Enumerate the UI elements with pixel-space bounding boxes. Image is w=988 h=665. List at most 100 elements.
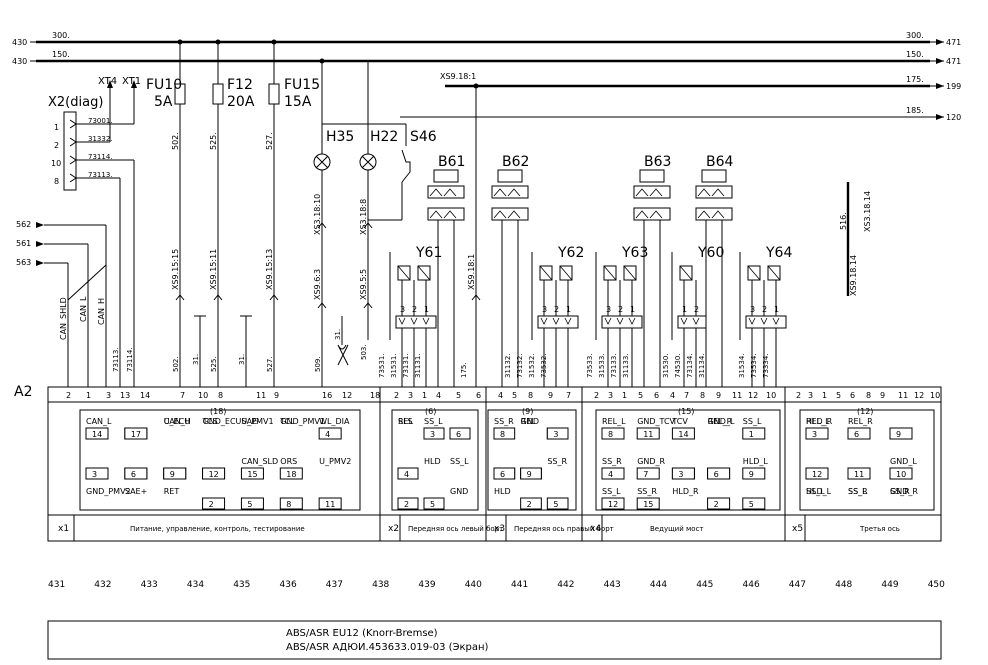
wire-label: 31534. [738, 354, 746, 379]
valve-pin: 3 [542, 305, 547, 314]
xs918-1-label: XS9.18:1 [440, 72, 476, 81]
valve-pin: 3 [606, 305, 611, 314]
wire-label: 73534. [750, 354, 758, 379]
wire-label: 73132. [516, 354, 524, 379]
a2-signal: GND_PMV1 [280, 417, 325, 426]
bus-300: 430 300. 300. 471 [12, 31, 961, 47]
a2-count: (9) [522, 407, 533, 416]
a2-signal: SS_R [547, 457, 567, 466]
valve-name: Y64 [765, 245, 792, 261]
wire-label: 31531. [390, 354, 398, 379]
a2-box-num: 2 [209, 500, 214, 509]
a2-pin: 9 [716, 391, 721, 400]
a2-pin: 9 [548, 391, 553, 400]
xs918-14-segment: 516. XS3.18.14 XS9.18.14 [839, 182, 872, 296]
x2-diag-connector: X2(diag) XT4 XT1 1 2 10 8 73001. 31332. … [48, 76, 141, 387]
a2-pin: 14 [140, 391, 150, 400]
a2-box-num: 3 [678, 470, 683, 479]
valve-name: Y61 [415, 245, 442, 261]
a2-box-num: 2 [404, 500, 409, 509]
valve-pin: 1 [566, 305, 571, 314]
a2-box-num: 15 [643, 500, 653, 509]
a2-signal: U_ECU [164, 417, 190, 426]
ground-taps: 31. 31. [192, 315, 252, 387]
a2-box-num: 3 [430, 430, 435, 439]
a2-pin: 12 [748, 391, 758, 400]
valve-pin: 2 [554, 305, 559, 314]
sensor-b61: B61 [427, 154, 465, 387]
bus-150-label: 150. [52, 50, 70, 59]
bus-150: 430 150. 150. 471 [12, 50, 961, 66]
a2-x-label: x4 [590, 524, 601, 534]
wire-label: 31134. [698, 354, 706, 379]
a2-desc: Ведущий мост [650, 525, 704, 533]
title-box: ABS/ASR EU12 (Knorr-Bremse) ABS/ASR АДЮИ… [47, 620, 942, 660]
f12-name: F12 [227, 77, 253, 93]
a2-signal: REL_R [848, 417, 873, 426]
a2-label: A2 [14, 384, 32, 400]
ref-number: 441 [511, 580, 528, 590]
a2-box-num: 5 [430, 500, 435, 509]
valve-name: Y62 [557, 245, 584, 261]
wire-label: 73134. [686, 354, 694, 379]
x2-pin-8: 8 [54, 177, 59, 186]
a2-signal: GND [450, 487, 468, 496]
ref-563: 563 [16, 258, 31, 267]
a2-pin: 3 [808, 391, 813, 400]
a2-pin: 10 [766, 391, 776, 400]
a2-pin: 9 [880, 391, 885, 400]
sensor-name: B62 [502, 154, 529, 170]
a2-pin: 8 [218, 391, 223, 400]
lamp-h35: H35 XS3.18:10 XS9.6:3 509. [313, 58, 354, 387]
a2-x-label: x1 [58, 524, 69, 534]
a2-box-num: 8 [286, 500, 291, 509]
a2-signal: TCL [279, 417, 295, 426]
ref-number: 442 [557, 580, 574, 590]
fu15-wire-low: 527. [266, 356, 274, 372]
a2-signal: SS_R [848, 487, 868, 496]
lamp-h22: H22 XS3.18:8 XS9.5:5 503. [359, 61, 398, 360]
xs318-14-label: XS3.18.14 [863, 191, 872, 232]
wire-label: 31533. [598, 354, 606, 379]
h35-name: H35 [326, 129, 354, 145]
a2-pin: 11 [732, 391, 742, 400]
a2-signal: SS_R [890, 487, 910, 496]
a2-pin: 2 [394, 391, 399, 400]
a2-signal: GND_R [637, 457, 665, 466]
a2-pin: 18 [370, 391, 380, 400]
bus-150-left-ref: 430 [12, 57, 27, 66]
bus-175-right-ref: 199 [946, 82, 961, 91]
a2-box-num: 4 [325, 430, 330, 439]
ref-number: 440 [465, 580, 482, 590]
a2-pin: 1 [86, 391, 91, 400]
a2-pin: 4 [498, 391, 503, 400]
a2-pin: 8 [700, 391, 705, 400]
a2-box-num: 5 [247, 500, 252, 509]
a2-box-num: 2 [714, 500, 719, 509]
wire-label: 73334. [762, 354, 770, 379]
a2-box-num: 15 [247, 470, 257, 479]
s46-name: S46 [410, 129, 437, 145]
bus-175-label: 175. [906, 75, 924, 84]
h22-name: H22 [370, 129, 398, 145]
a2-count: (6) [425, 407, 436, 416]
fu15-name: FU15 [284, 77, 320, 93]
a2-signal: GND_L [708, 417, 735, 426]
bus-300-label: 300. [52, 31, 70, 40]
wire-31-a: 31. [192, 354, 200, 365]
a2-signal: U_PMV1 [241, 417, 273, 426]
a2-desc: Третья ось [859, 525, 900, 533]
wire-label: 73531. [378, 354, 386, 379]
a2-signal: CAN_L [86, 417, 112, 426]
a2-signal: SLS [398, 417, 413, 426]
a2-signal: CAN_H [164, 417, 191, 426]
a2-pin: 7 [684, 391, 689, 400]
a2-box-num: 12 [812, 470, 822, 479]
a2-signal: REL_L [602, 417, 626, 426]
valve-pin: 3 [400, 305, 405, 314]
wire-label: 74530. [674, 354, 682, 379]
wire-label: 31132. [504, 354, 512, 379]
